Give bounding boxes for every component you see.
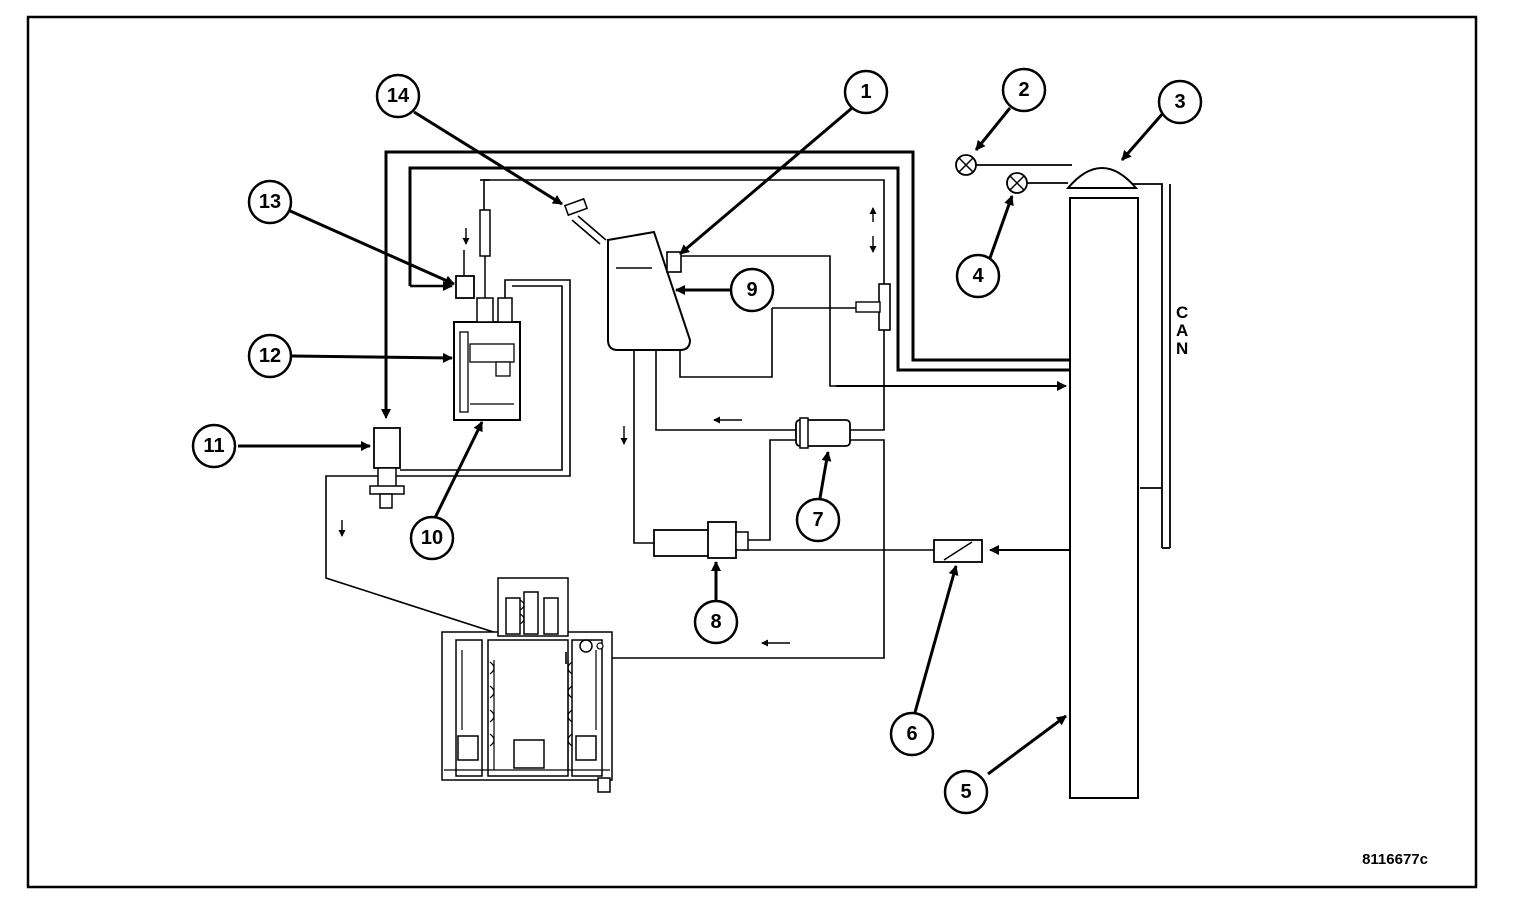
engine-detail-lines xyxy=(444,599,610,771)
callout-13-label: 13 xyxy=(259,191,281,213)
pump-filter-tube xyxy=(479,209,491,257)
callout-3: 3 xyxy=(1157,79,1203,125)
figure-frame xyxy=(26,15,1478,889)
can-label: C A N xyxy=(1176,303,1188,358)
can-bus-lines xyxy=(1132,183,1171,549)
engine-sensor-port xyxy=(579,639,593,653)
callout-10-label: 10 xyxy=(421,527,443,549)
callout-11-label: 11 xyxy=(203,435,224,457)
callout-1: 1 xyxy=(843,69,889,115)
can-letter-n: N xyxy=(1176,339,1188,358)
can-letter-c: C xyxy=(1176,303,1188,322)
callout-3-label: 3 xyxy=(1174,91,1185,113)
callout-14: 14 xyxy=(375,73,421,119)
callout-leaders xyxy=(238,106,1166,776)
callout-5: 5 xyxy=(943,769,989,815)
callout-6-label: 6 xyxy=(906,723,917,745)
callout-7: 7 xyxy=(795,497,841,543)
callout-6: 6 xyxy=(889,711,935,757)
instrument-cluster-dome xyxy=(1065,167,1139,189)
main-harness xyxy=(384,150,1070,410)
callout-9: 9 xyxy=(729,267,775,313)
filler-fitting xyxy=(563,197,607,245)
callout-4: 4 xyxy=(955,253,1001,299)
can-letter-a: A xyxy=(1176,321,1188,340)
callout-8-label: 8 xyxy=(710,611,721,633)
pump-switch-13 xyxy=(455,275,475,299)
flow-arrows xyxy=(338,207,877,647)
callout-12-label: 12 xyxy=(259,345,281,367)
figure-id: 8116677c xyxy=(1362,851,1428,868)
indicator-lamp-4 xyxy=(1006,172,1028,194)
vent-valve-7 xyxy=(795,417,851,449)
engine-block xyxy=(441,577,613,793)
callout-2-label: 2 xyxy=(1018,79,1029,101)
callout-14-label: 14 xyxy=(387,85,410,107)
callout-12: 12 xyxy=(247,333,293,379)
callout-10: 10 xyxy=(409,515,455,561)
callout-5-label: 5 xyxy=(960,781,971,803)
fuel-valve-11 xyxy=(369,427,405,509)
callout-1-label: 1 xyxy=(860,81,871,103)
callout-7-label: 7 xyxy=(812,509,823,531)
hose-tee-stub xyxy=(855,301,881,313)
evap-canister xyxy=(607,230,692,351)
pump-outlet-hose xyxy=(325,279,571,639)
indicator-lamp-2 xyxy=(955,154,977,176)
purge-solenoid-8 xyxy=(653,521,749,559)
callout-2: 2 xyxy=(1001,67,1047,113)
callout-9-label: 9 xyxy=(746,279,757,301)
callout-11: 11 xyxy=(191,423,237,469)
callout-4-label: 4 xyxy=(972,265,984,287)
control-module xyxy=(1069,197,1139,799)
pump-return-hose xyxy=(400,285,563,471)
leak-detection-pump xyxy=(453,297,521,421)
canister-sensor xyxy=(666,251,682,273)
callout-8: 8 xyxy=(693,599,739,645)
engine-sensor-port-small xyxy=(596,642,604,650)
relay-6 xyxy=(933,539,983,563)
callout-13: 13 xyxy=(247,179,293,225)
